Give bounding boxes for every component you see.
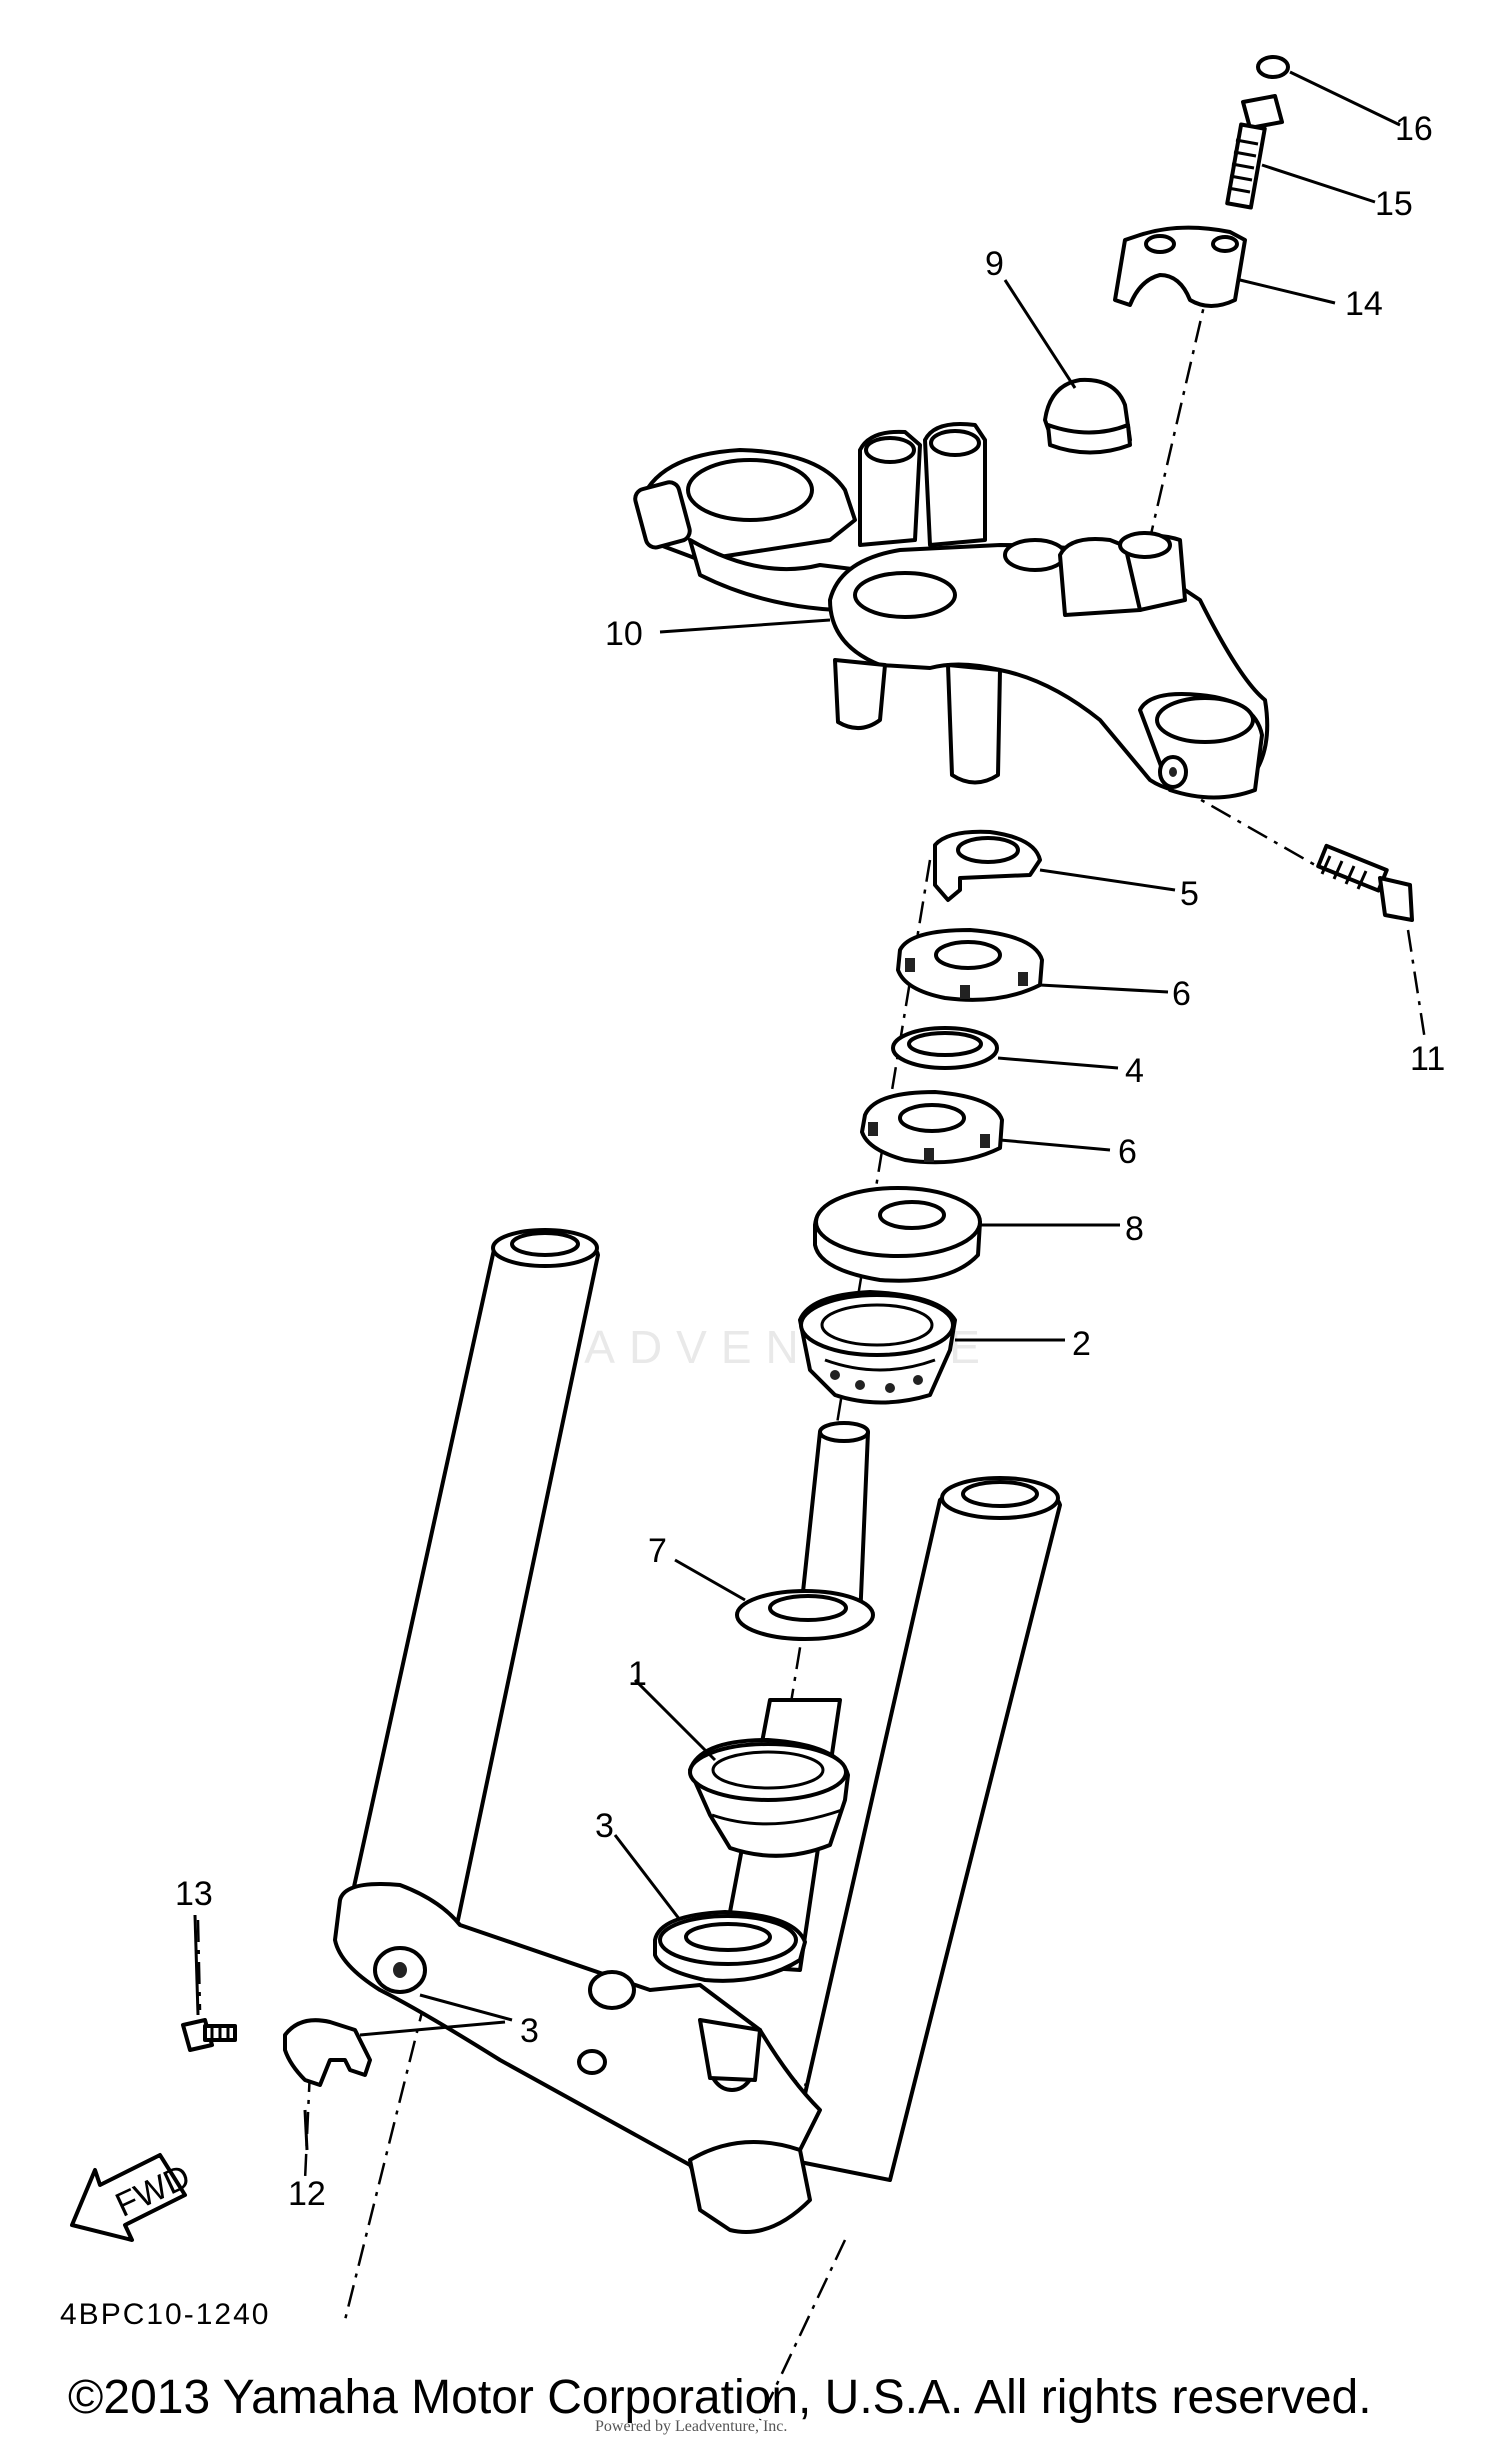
label-6-lower: 6 (1118, 1133, 1137, 1171)
part-7-dust-seal (735, 1589, 875, 1641)
part-5-cable-guide (933, 829, 1042, 902)
part-6-ring-nut-lower (860, 1090, 1004, 1165)
part-10-upper-bracket (633, 422, 1270, 800)
label-11: 11 (1410, 1040, 1445, 1078)
label-16: 16 (1395, 110, 1433, 148)
part-labels: 16 15 14 9 10 5 11 6 4 6 8 2 7 1 3 3 13 … (175, 110, 1445, 2213)
label-5: 5 (1180, 875, 1199, 913)
label-3-bracket: 3 (520, 2012, 539, 2050)
copyright-notice: ©2013 Yamaha Motor Corporation, U.S.A. A… (68, 2371, 1372, 2424)
part-4-lock-washer (891, 1026, 999, 1070)
part-15-bolt (1225, 94, 1284, 210)
steering-stem (718, 1421, 870, 1972)
part-16-cap (1256, 55, 1290, 79)
label-9: 9 (985, 245, 1004, 283)
part-8-bearing-cover (813, 1186, 982, 1283)
label-13: 13 (175, 1875, 213, 1913)
axis-line-13 (196, 1919, 202, 2011)
label-14: 14 (1345, 285, 1383, 323)
label-7: 7 (648, 1532, 667, 1570)
label-15: 15 (1375, 185, 1413, 223)
label-8: 8 (1125, 1210, 1144, 1248)
lower-bracket (333, 1882, 822, 2234)
part-9-stem-nut (1043, 377, 1132, 455)
axis-line-11-drop (1406, 929, 1427, 1041)
fwd-arrow-icon: FWD (70, 2153, 196, 2242)
fine-print: Powered by Leadventure, Inc. (595, 2418, 788, 2435)
label-12: 12 (288, 2175, 326, 2213)
label-10: 10 (605, 615, 643, 653)
axis-line-left-fork (343, 1999, 427, 2321)
part-1-bearing-lower (688, 1738, 850, 1858)
part-14-handlebar-holder (1113, 225, 1247, 308)
fork-tube-left (348, 1228, 600, 1922)
part-2-bearing-upper (798, 1290, 957, 1405)
axis-line-12 (303, 2069, 312, 2181)
diagram-code: 4BPC10-1240 (60, 2298, 271, 2331)
part-12-hose-clamp (283, 2018, 372, 2087)
axis-line-bolt-11 (1174, 783, 1316, 867)
fork-tube-right (788, 1476, 1062, 2182)
label-1: 1 (628, 1655, 647, 1693)
axis-line-right-fork (758, 2239, 847, 2421)
axis-line-top (1143, 279, 1212, 561)
label-6-upper: 6 (1172, 975, 1191, 1013)
label-4: 4 (1125, 1052, 1144, 1090)
part-11-pinch-bolt (1316, 843, 1414, 922)
label-2: 2 (1072, 1325, 1091, 1363)
part-3-bearing-race (653, 1910, 807, 1983)
part-6-ring-nut-upper (896, 928, 1044, 1002)
part-13-screw (181, 2018, 237, 2052)
leader-lines (193, 70, 1401, 2151)
label-3-race: 3 (595, 1807, 614, 1845)
